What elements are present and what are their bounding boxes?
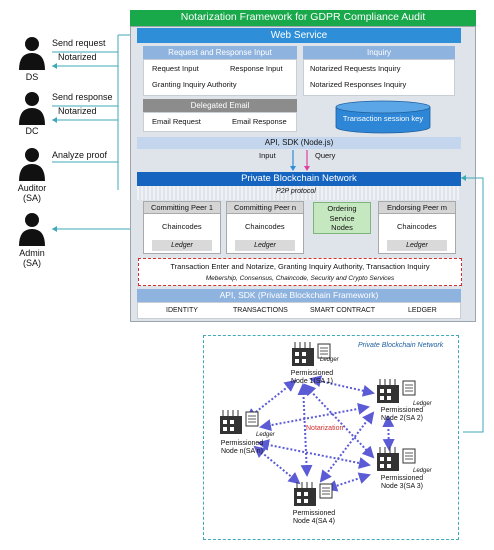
server-icon-node4: [294, 482, 333, 506]
person-icon-ds: [19, 37, 45, 70]
send-response-label: Send response: [52, 92, 113, 102]
delegated-title: Delegated Email: [143, 99, 297, 112]
noden-label-2: Node n(SA n): [220, 448, 264, 455]
email-request-label: Email Request: [152, 117, 201, 126]
req-resp-box: [143, 59, 297, 96]
api-item-transactions: TRANSACTIONS: [233, 307, 288, 314]
noden-label-1: Permissioned: [220, 440, 264, 447]
node1-label-2: Node 1(SA 1): [290, 378, 334, 385]
network-title: Private Blockchain Network: [358, 342, 444, 349]
network-connector: [461, 175, 484, 433]
noden-ledger-tag: Ledger: [256, 432, 275, 438]
node1-label-1: Permissioned: [290, 370, 334, 377]
peern-chaincodes: Chaincodes: [245, 222, 285, 231]
peern-ledger: Ledger: [235, 240, 295, 251]
ds-notarized-label: Notarized: [58, 52, 97, 62]
network-panel: [203, 335, 459, 540]
notarization-label: Notarization: [306, 425, 344, 432]
session-key-database-icon: [335, 100, 431, 134]
framework-title: Notarization Framework for GDPR Complian…: [130, 10, 476, 26]
server-icon-node2: [377, 379, 416, 403]
server-icon-noden: [220, 410, 259, 434]
services-label: Mebership, Consensus, Chaincode, Securit…: [205, 275, 395, 282]
req-resp-title: Request and Response Input: [143, 46, 297, 59]
granting-label: Granting Inquiry Authority: [152, 80, 237, 89]
transaction-label: Transaction Enter and Notarize, Granting…: [170, 262, 430, 271]
api-item-identity: IDENTITY: [166, 307, 198, 314]
notarized-requests-label: Notarized Requests Inquiry: [310, 64, 401, 73]
inquiry-box: [303, 59, 455, 96]
node2-label-2: Node 2(SA 2): [380, 415, 424, 422]
pbn-title: Private Blockchain Network: [137, 172, 461, 186]
peer1-header: Committing Peer 1: [143, 201, 221, 214]
request-input-label: Request Input: [152, 64, 199, 73]
dc-notarized-label: Notarized: [58, 106, 97, 116]
actor-dc-label: DC: [25, 126, 39, 136]
node3-ledger-tag: Ledger: [413, 468, 432, 474]
inquiry-title: Inquiry: [303, 46, 455, 59]
input-label: Input: [259, 151, 276, 160]
api-item-smart-contract: SMART CONTRACT: [310, 307, 376, 314]
delegated-box: [143, 112, 297, 132]
actor-auditor-label: Auditor (SA): [17, 183, 47, 203]
endorsing-chaincodes: Chaincodes: [397, 222, 437, 231]
response-input-label: Response Input: [230, 64, 283, 73]
session-key-label: Transaction session key: [342, 114, 424, 123]
p2p-label: P2P protocol: [276, 188, 316, 195]
notarized-responses-label: Notarized Responses Inquiry: [310, 80, 407, 89]
node4-label-2: Node 4(SA 4): [292, 518, 336, 525]
peern-header: Committing Peer n: [226, 201, 304, 214]
api-item-ledger: LEDGER: [408, 307, 437, 314]
actors-layer: [19, 34, 130, 246]
query-label: Query: [315, 151, 336, 160]
server-icon-node3: [377, 447, 416, 471]
node3-label-2: Node 3(SA 3): [380, 483, 424, 490]
server-icon-node1: [292, 342, 331, 366]
p2p-band: [137, 186, 461, 200]
transaction-box: [138, 258, 462, 286]
person-icon-admin: [19, 213, 45, 246]
ordering-service-nodes: Ordering Service Nodes: [313, 202, 371, 234]
node2-label-1: Permissioned: [380, 407, 424, 414]
endorsing-header: Endorsing Peer m: [378, 201, 456, 214]
node4-label-1: Permissioned: [292, 510, 336, 517]
api-node-title: API, SDK (Node.js): [137, 137, 461, 149]
node3-label-1: Permissioned: [380, 475, 424, 482]
person-icon-dc: [19, 92, 45, 125]
network-graph: [245, 375, 395, 492]
endorsing-ledger: Ledger: [387, 240, 447, 251]
actor-ds-label: DS: [25, 72, 39, 82]
actor-admin-label: Admin (SA): [19, 248, 45, 268]
email-response-label: Email Response: [232, 117, 287, 126]
web-service-title: Web Service: [137, 28, 461, 43]
node1-ledger-tag: Ledger: [320, 357, 339, 363]
peer1-ledger: Ledger: [152, 240, 212, 251]
send-request-label: Send request: [52, 38, 106, 48]
peer1-chaincodes: Chaincodes: [162, 222, 202, 231]
analyze-proof-label: Analyze proof: [52, 150, 108, 160]
person-icon-auditor: [19, 148, 45, 181]
api-framework-items: [137, 302, 461, 319]
node2-ledger-tag: Ledger: [413, 401, 432, 407]
api-framework-title: API, SDK (Private Blockchain Framework): [137, 289, 461, 302]
input-query-arrows: [290, 150, 310, 171]
